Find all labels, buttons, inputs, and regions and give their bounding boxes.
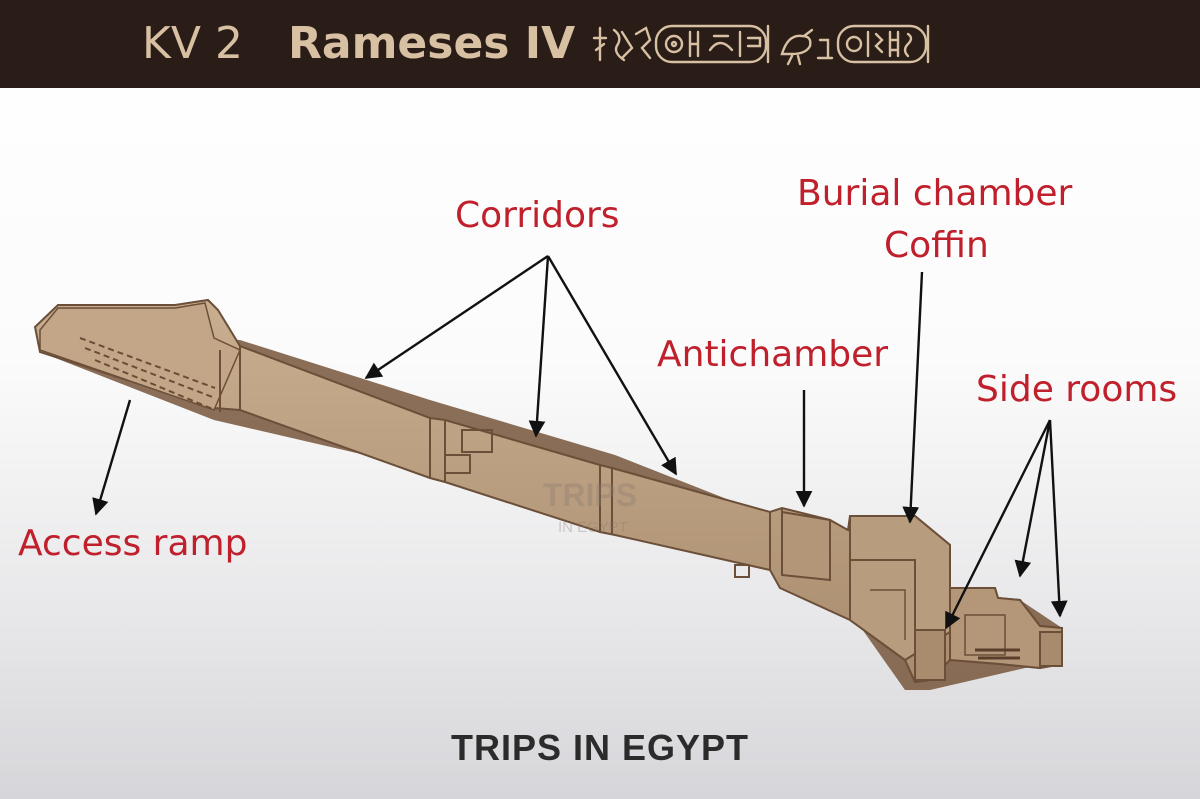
- arrow-corridor-2: [528, 255, 550, 438]
- pharaoh-name: Rameses IV: [288, 18, 576, 69]
- trips-watermark: TRIPS IN EGYPT: [543, 477, 637, 536]
- arrow-side-room-2: [1014, 419, 1052, 578]
- tomb-structure: [33, 298, 1063, 690]
- header-bar: KV 2 Rameses IV: [0, 0, 1200, 88]
- label-antichamber: Antichamber: [657, 334, 889, 375]
- arrow-corridor-1: [364, 255, 549, 379]
- label-coffin: Coffin: [884, 225, 989, 266]
- arrow-corridor-3: [546, 255, 678, 476]
- access-ramp-surface: [39, 302, 241, 411]
- side-rooms-shape: [949, 587, 1063, 670]
- arrow-side-room-1: [944, 419, 1052, 630]
- watermark-line1: TRIPS: [543, 477, 637, 513]
- tomb-id: KV 2: [142, 18, 243, 69]
- label-arrows: [92, 255, 1068, 630]
- arrow-access-ramp: [92, 399, 132, 516]
- ramp-steps: [79, 337, 216, 411]
- footer-brand: TRIPS IN EGYPT: [450, 727, 750, 768]
- watermark-line2: IN EGYPT: [558, 519, 628, 536]
- hieroglyph-cartouches: [592, 24, 930, 66]
- label-side-rooms: Side rooms: [976, 369, 1178, 410]
- label-corridors: Corridors: [455, 195, 620, 236]
- arrow-burial-chamber: [902, 271, 924, 524]
- label-access-ramp: Access ramp: [18, 523, 248, 564]
- arrow-side-room-3: [1048, 419, 1068, 618]
- label-burial-chamber: Burial chamber: [797, 173, 1073, 214]
- antechamber-shape: [781, 510, 831, 582]
